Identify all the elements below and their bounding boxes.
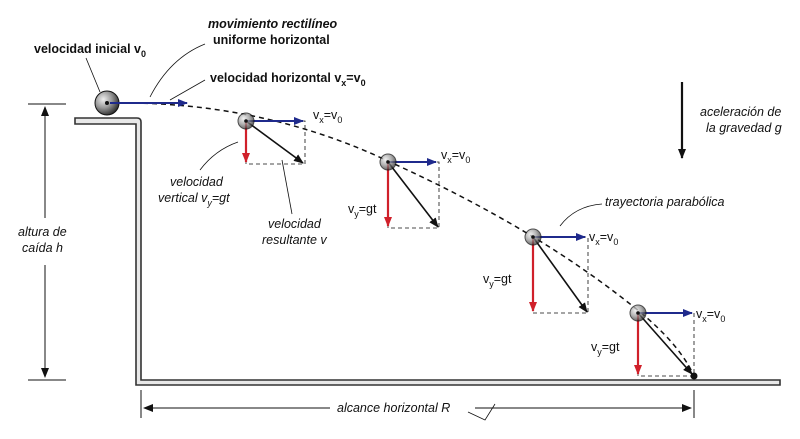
vertical-velocity-leader — [199, 141, 239, 171]
initial-velocity-label: velocidad inicial v0 — [34, 42, 146, 59]
resultant-vector-3 — [387, 161, 439, 228]
uniform-motion-leader — [149, 43, 206, 98]
resultant-label-1: velocidad — [268, 217, 322, 231]
trajectory-leader — [559, 203, 603, 227]
ball-position-4 — [524, 228, 589, 314]
initial-velocity-leader — [85, 57, 101, 93]
vy-label-5: vy=gt — [591, 340, 620, 357]
vertical-velocity-label-2: vertical vy=gt — [158, 191, 230, 208]
resultant-leader — [281, 159, 293, 215]
vx-label-3: vx=v0 — [441, 148, 470, 165]
range-label: alcance horizontal R — [337, 401, 450, 415]
resultant-label-2: resultante v — [262, 233, 327, 247]
horizontal-velocity-label: velocidad horizontal vx=v0 — [210, 71, 366, 88]
horizontal-velocity-leader — [169, 79, 206, 101]
vy-label-4: vy=gt — [483, 272, 512, 289]
vx-label-2: vx=v0 — [313, 108, 342, 125]
vx-label-5: vx=v0 — [696, 307, 725, 324]
resultant-vector-5 — [637, 312, 693, 375]
resultant-vector-4 — [532, 236, 588, 313]
landing-point — [690, 372, 698, 380]
trajectory-label: trayectoria parabólica — [605, 195, 725, 209]
vy-label-3: vy=gt — [348, 202, 377, 219]
resultant-vector-2 — [245, 120, 304, 164]
uniform-motion-label-2: uniforme horizontal — [213, 33, 330, 47]
cliff-ground — [74, 117, 781, 386]
range-leader — [467, 403, 496, 421]
ball-position-5 — [629, 304, 695, 377]
uniform-motion-label-1: movimiento rectilíneo — [208, 17, 338, 31]
vertical-velocity-label-1: velocidad — [170, 175, 224, 189]
parabolic-trajectory — [106, 102, 695, 377]
height-label-2: caída h — [22, 241, 63, 255]
vx-label-4: vx=v0 — [589, 230, 618, 247]
height-label-1: altura de — [18, 225, 67, 239]
gravity-label-1: aceleración de — [700, 105, 781, 119]
gravity-label-2: la gravedad g — [706, 121, 782, 135]
ball-position-2 — [237, 112, 306, 165]
ball-position-3 — [379, 153, 440, 229]
